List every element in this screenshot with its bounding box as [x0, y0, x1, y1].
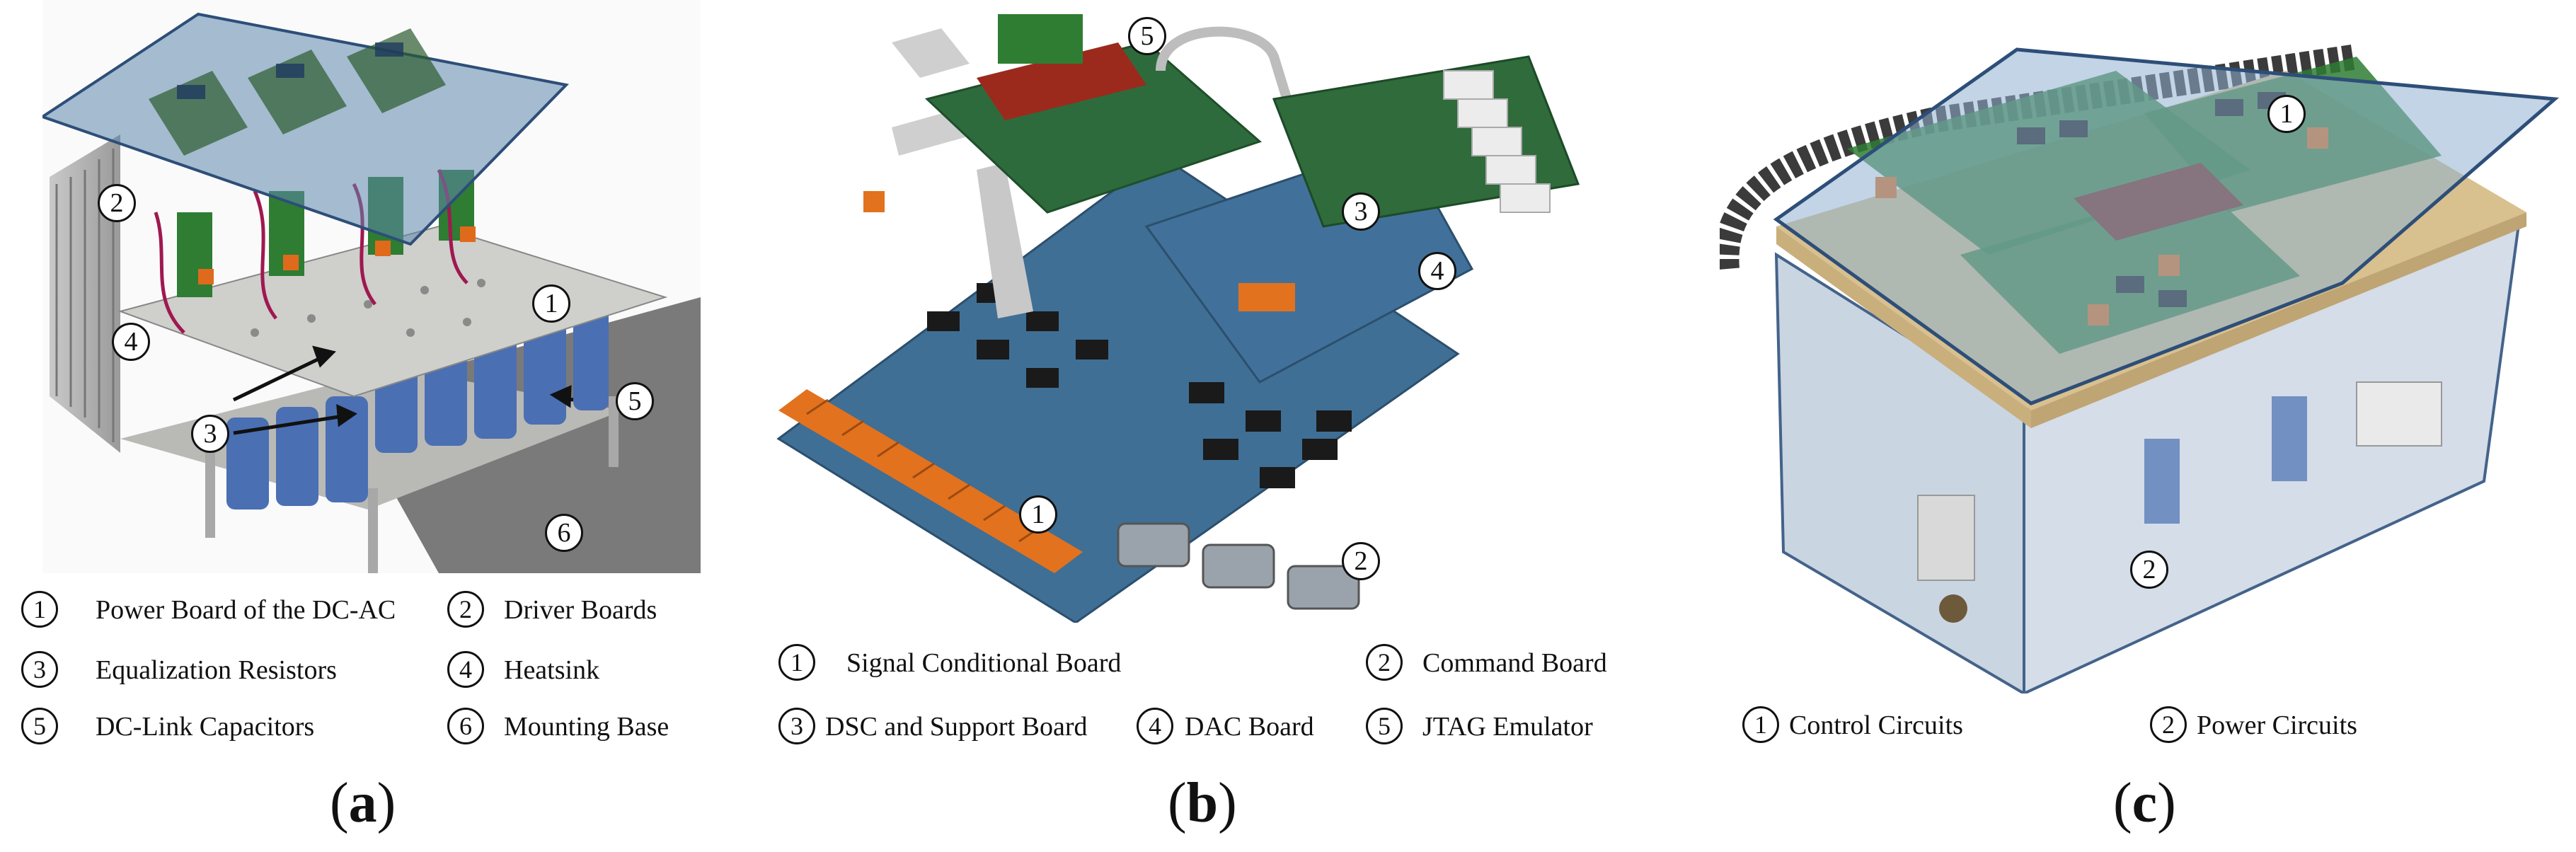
panel-a-caption: (a) [330, 771, 396, 836]
panel-c-caption-letter: c [2132, 772, 2158, 834]
panel-a-legend-label-6: Mounting Base [504, 712, 669, 742]
panel-a-caption-letter: a [348, 772, 377, 834]
panel-b-caption-letter: b [1186, 772, 1219, 834]
panel-b-marker-1: 1 [1019, 495, 1057, 534]
panel-b-legend-label-4: DAC Board [1185, 712, 1314, 742]
panel-b-caption: (b) [1168, 771, 1237, 836]
panel-b-legend-num-4: 4 [1137, 708, 1173, 744]
panel-b-marker-3: 3 [1342, 192, 1380, 231]
panel-c-caption-close: ) [2157, 772, 2176, 834]
panel-a-caption-close: ) [376, 772, 396, 834]
panel-b-photo [764, 14, 1585, 623]
panel-a-legend-num-5: 5 [21, 708, 58, 744]
panel-a-legend-num-4: 4 [447, 651, 484, 688]
panel-a-legend-label-1: Power Board of the DC-AC [96, 595, 396, 625]
panel-b-legend-num-2: 2 [1366, 644, 1403, 681]
panel-c-photo [1720, 42, 2569, 693]
panel-c-legend-num-1: 1 [1742, 706, 1779, 743]
panel-c-legend-label-2: Power Circuits [2197, 710, 2357, 740]
panel-c-legend-num-2: 2 [2150, 706, 2187, 743]
panel-c-marker-1: 1 [2267, 95, 2306, 133]
panel-a-legend-num-3: 3 [21, 651, 58, 688]
panel-a-legend-num-1: 1 [21, 591, 58, 628]
panel-b-legend-label-1: Signal Conditional Board [846, 648, 1122, 678]
panel-a-legend-label-2: Driver Boards [504, 595, 657, 625]
panel-b-legend-label-5: JTAG Emulator [1422, 712, 1593, 742]
panel-b-legend-label-2: Command Board [1422, 648, 1607, 678]
panel-a-marker-6: 6 [545, 514, 583, 552]
panel-b-caption-close: ) [1218, 772, 1237, 834]
panel-a-legend-label-3: Equalization Resistors [96, 655, 337, 685]
panel-b-caption-open: ( [1168, 772, 1187, 834]
panel-a-marker-4: 4 [112, 323, 150, 361]
panel-c-marker-2: 2 [2130, 551, 2168, 589]
panel-b-legend-num-5: 5 [1366, 708, 1403, 744]
panel-a-legend-num-2: 2 [447, 591, 484, 628]
panel-b-legend-label-3: DSC and Support Board [825, 712, 1088, 742]
panel-b-legend-num-3: 3 [778, 708, 815, 744]
panel-c-caption: (c) [2113, 771, 2176, 836]
panel-a-marker-3: 3 [191, 415, 229, 453]
panel-b-marker-2: 2 [1342, 542, 1380, 580]
panel-b-legend-num-1: 1 [778, 644, 815, 681]
panel-a-marker-1: 1 [532, 284, 570, 323]
panel-c-legend-label-1: Control Circuits [1789, 710, 1963, 740]
panel-a-legend-label-5: DC-Link Capacitors [96, 712, 315, 742]
panel-a-caption-open: ( [330, 772, 349, 834]
panel-a-legend-label-4: Heatsink [504, 655, 600, 685]
panel-b-marker-5: 5 [1128, 17, 1166, 55]
panel-a-legend-num-6: 6 [447, 708, 484, 744]
panel-a-marker-2: 2 [98, 184, 136, 222]
panel-b-marker-4: 4 [1418, 252, 1456, 290]
panel-c-caption-open: ( [2113, 772, 2132, 834]
panel-a-photo [42, 0, 701, 573]
panel-a-marker-5: 5 [616, 382, 654, 420]
